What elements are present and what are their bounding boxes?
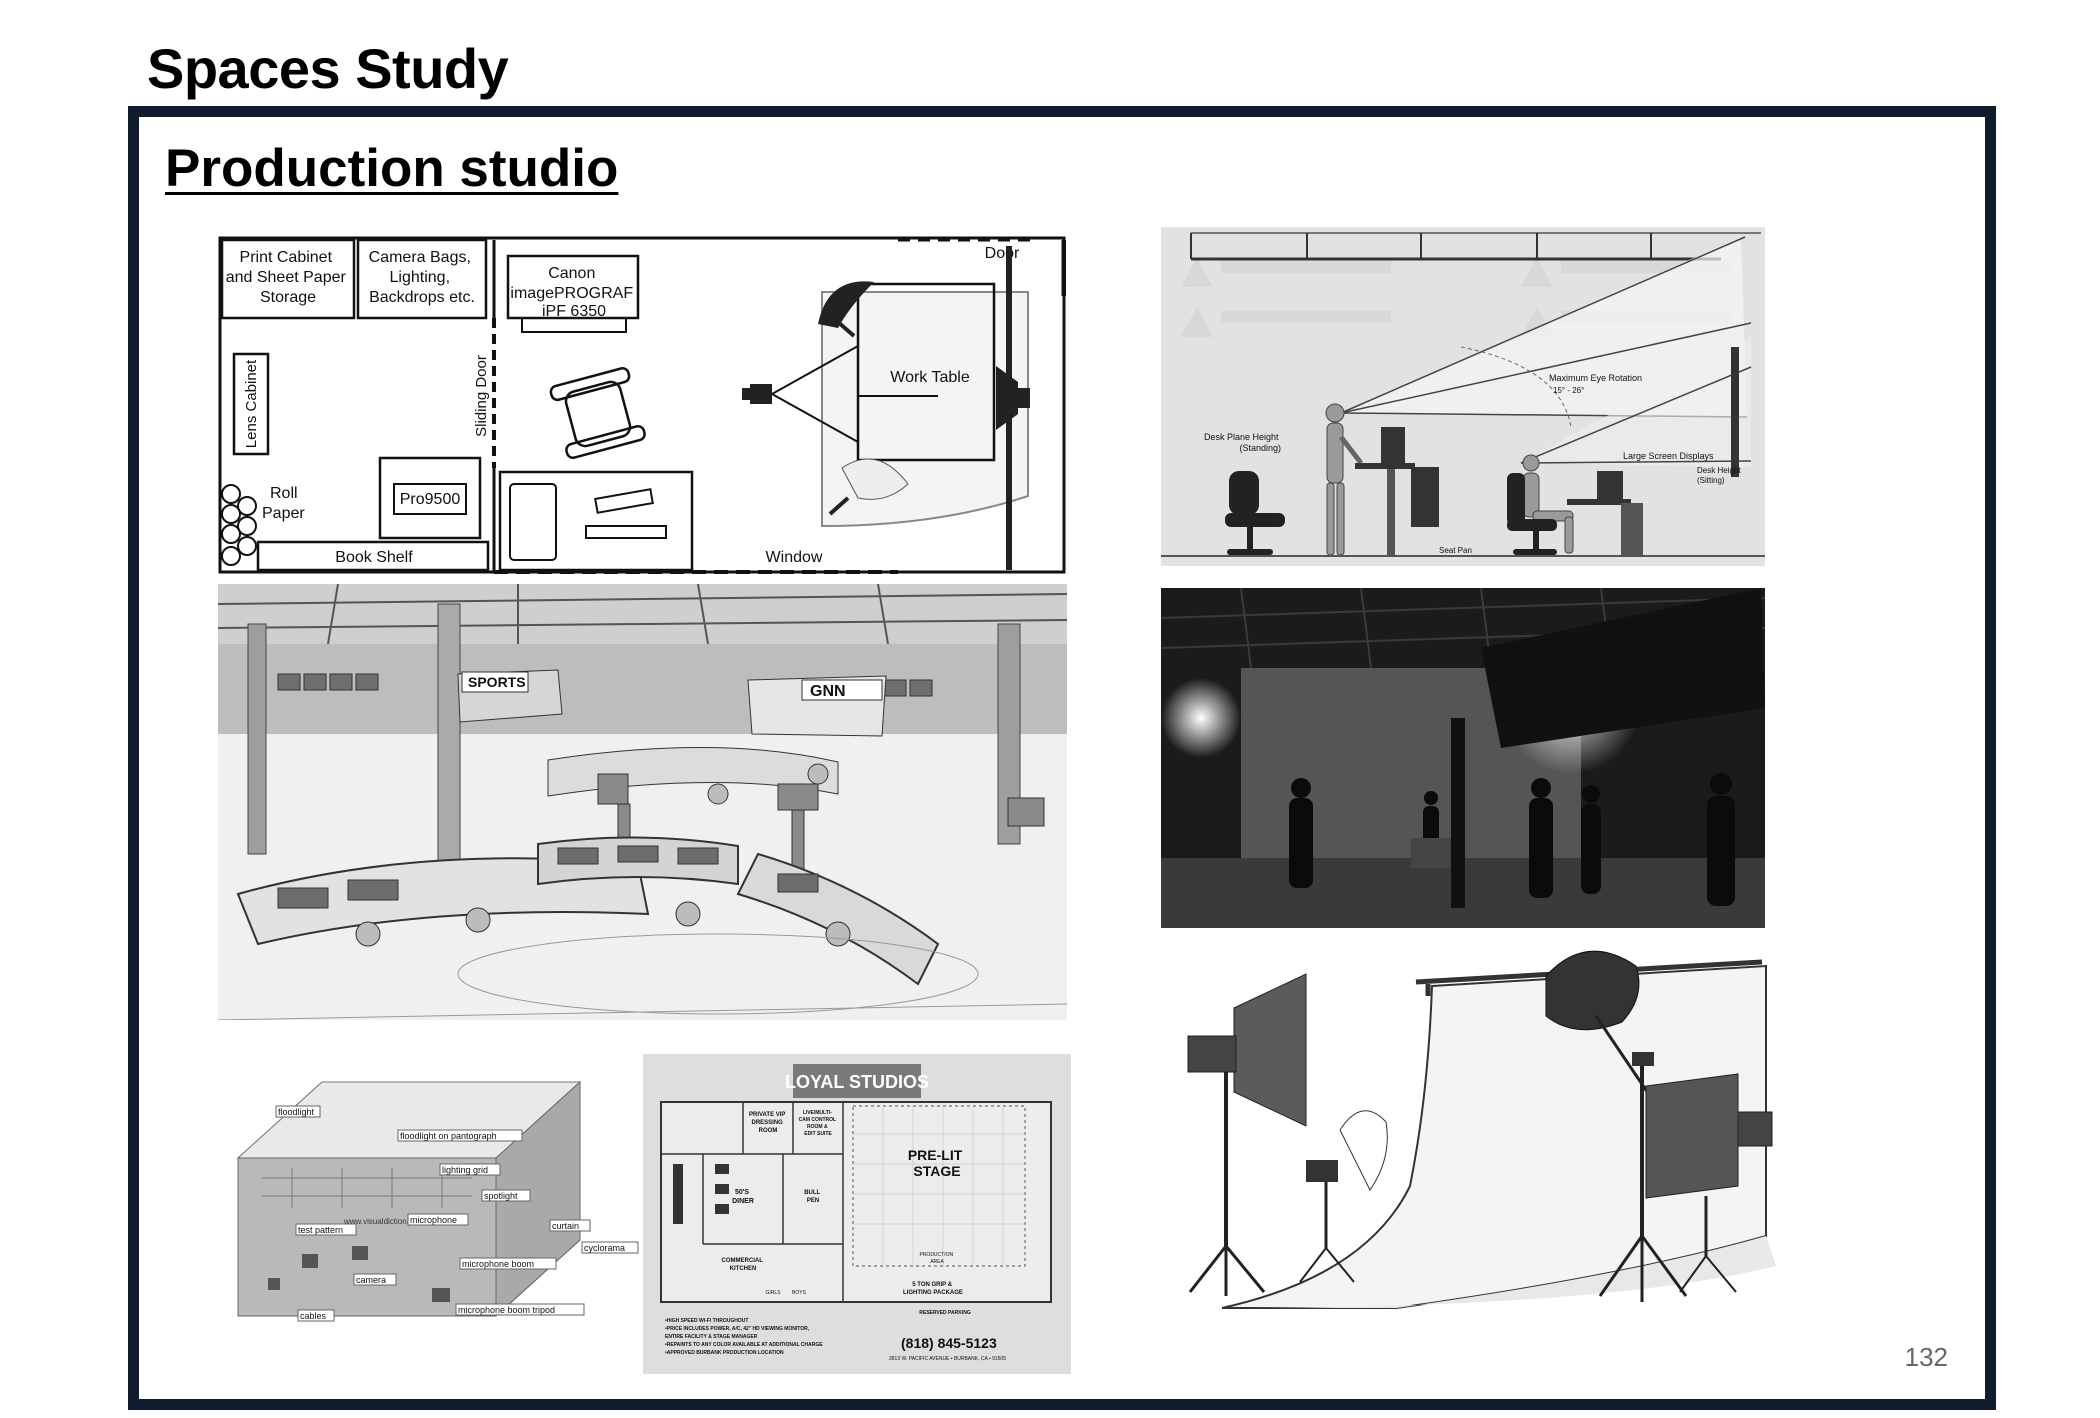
workstation-ergonomics-diagram: Desk Plane Height (Standing) Maximum Eye… xyxy=(1161,227,1765,566)
camera-bags-cabinet xyxy=(356,238,488,320)
seat-pan-label: Seat Pan xyxy=(1439,546,1472,555)
umbrella-light-icon xyxy=(828,458,909,516)
reserved-parking-label: RESERVED PARKING xyxy=(919,1310,971,1316)
boys-restroom-label: BOYS xyxy=(792,1290,807,1296)
label-cables: cables xyxy=(300,1311,327,1321)
umbrella-light-icon xyxy=(818,281,874,338)
roll-paper-label: Roll Paper xyxy=(262,485,305,522)
floor-plan-diagram: Print Cabinet and Sheet Paper Storage Ca… xyxy=(218,236,1066,574)
gnn-sign: GNN xyxy=(810,683,846,700)
grip-package-label: 5 TON GRIP & LIGHTING PACKAGE xyxy=(903,1282,963,1296)
studio-equipment xyxy=(268,1246,450,1302)
kitchen-label: COMMERCIAL KITCHEN xyxy=(722,1258,765,1272)
standing-person-figure xyxy=(1325,403,1363,556)
tv-studio-illustration: www.visualdictionaryonline.com floodligh… xyxy=(232,1078,642,1323)
loyal-studios-floorplan: LOYAL STUDIOS PRE-LIT STAGE PRIVATE VIP … xyxy=(643,1054,1071,1374)
label-floodlight: floodlight xyxy=(278,1107,315,1117)
diner-label: 50'S DINER xyxy=(732,1189,754,1205)
led-panel-rig xyxy=(1481,588,1765,748)
dressing-room-label: PRIVATE VIP DRESSING ROOM xyxy=(749,1112,787,1134)
max-eye-rotation-label: Maximum Eye Rotation xyxy=(1549,373,1642,383)
window-label: Window xyxy=(766,549,823,566)
label-microphone-boom-tripod: microphone boom tripod xyxy=(458,1305,555,1315)
large-screen-label: Large Screen Displays xyxy=(1623,451,1714,461)
office-chair-icon xyxy=(1507,473,1557,555)
label-curtain: curtain xyxy=(552,1221,579,1231)
watermark: www.visualdictionaryonline.com xyxy=(343,1217,457,1226)
roll-paper xyxy=(221,484,257,566)
book-shelf-label: Book Shelf xyxy=(335,549,413,566)
print-cabinet-label: Print Cabinet and Sheet Paper Storage xyxy=(226,249,351,306)
label-cyclorama: cyclorama xyxy=(584,1243,625,1253)
label-test-pattern: test pattern xyxy=(298,1225,343,1235)
section-title: Production studio xyxy=(165,139,619,198)
office-chair-icon xyxy=(1225,471,1285,555)
eye-rotation-value: 15° - 26° xyxy=(1553,386,1584,395)
svg-text:LOYAL STUDIOS: LOYAL STUDIOS xyxy=(785,1072,929,1092)
photo-backdrop-clipart xyxy=(1166,936,1782,1332)
svg-text:•APPROVED BURBANK PRODUCTION L: •APPROVED BURBANK PRODUCTION LOCATION xyxy=(665,1350,784,1356)
lens-cabinet xyxy=(232,352,270,456)
label-microphone-boom: microphone boom xyxy=(462,1259,534,1269)
svg-text:ENTIRE FACILITY & STAGE MANAGE: ENTIRE FACILITY & STAGE MANAGER xyxy=(665,1334,758,1340)
bull-pen-label: BULL PEN xyxy=(804,1190,822,1204)
production-area-label: PRODUCTION AREA xyxy=(919,1252,954,1265)
door-label: Door xyxy=(985,245,1020,262)
monitor-icon xyxy=(1381,427,1405,463)
studio-light xyxy=(1161,678,1241,758)
pro9500-label: Pro9500 xyxy=(400,491,461,508)
girls-restroom-label: GIRLS xyxy=(765,1290,781,1296)
address: 2813 W. PACIFIC AVENUE • BURBANK, CA • 9… xyxy=(889,1356,1006,1362)
camera-icon xyxy=(742,384,772,404)
label-spotlight: spotlight xyxy=(484,1191,518,1201)
svg-text:•PRICE INCLUDES POWER, A/C, 42: •PRICE INCLUDES POWER, A/C, 42" HD VIEWI… xyxy=(665,1326,810,1332)
work-table xyxy=(856,282,996,462)
book-shelf xyxy=(256,540,490,572)
large-screen-display xyxy=(1731,347,1739,477)
office-chair xyxy=(549,367,646,460)
loyal-studios-logo xyxy=(793,1064,921,1098)
label-lighting-grid: lighting grid xyxy=(442,1165,488,1175)
sports-sign: SPORTS xyxy=(468,674,526,690)
operator-figures xyxy=(355,763,851,947)
control-room-label: LIVE/MULTI- CAM CONTROL ROOM & EDIT SUIT… xyxy=(799,1110,838,1137)
sliding-door-label: Sliding Door xyxy=(473,355,490,437)
phone-number: (818) 845-5123 xyxy=(901,1335,997,1351)
pro9500-printer xyxy=(378,456,482,540)
desk-height-sitting-label: Desk Height (Sitting) xyxy=(1697,466,1743,485)
work-table-label: Work Table xyxy=(890,369,970,386)
svg-text:•HIGH SPEED WI-FI THROUGHOUT: •HIGH SPEED WI-FI THROUGHOUT xyxy=(665,1318,748,1324)
pre-lit-stage-label: PRE-LIT STAGE xyxy=(908,1147,966,1179)
softbox-light-left xyxy=(1187,973,1307,1296)
label-floodlight-pantograph: floodlight on pantograph xyxy=(400,1131,497,1141)
svg-text:•REPAINTS TO ANY COLOR AVAILAB: •REPAINTS TO ANY COLOR AVAILABLE AT ADDI… xyxy=(665,1342,823,1348)
film-set-photo xyxy=(1161,588,1765,928)
seated-person-figure xyxy=(1522,454,1574,554)
lens-cabinet-label: Lens Cabinet xyxy=(243,359,260,448)
floorplan-outline xyxy=(660,1101,1052,1303)
page-title: Spaces Study xyxy=(147,37,509,100)
label-microphone: microphone xyxy=(410,1215,457,1225)
canon-printer-label: Canon imagePROGRAF iPF 6350 xyxy=(510,265,637,320)
label-camera: camera xyxy=(356,1275,386,1285)
newsroom-sketch: SPORTS GNN xyxy=(218,584,1067,1020)
notes-list: •HIGH SPEED WI-FI THROUGHOUT •PRICE INCL… xyxy=(665,1318,823,1356)
print-cabinet xyxy=(220,238,356,320)
desk-plane-height-label: Desk Plane Height (Standing) xyxy=(1204,432,1281,453)
softbox-light-right xyxy=(1598,1052,1773,1302)
camera-bags-label: Camera Bags, Lighting, Backdrops etc. xyxy=(369,249,476,306)
tv-studio-labels: floodlight floodlight on pantograph ligh… xyxy=(275,1105,639,1322)
umbrella-light-small xyxy=(1299,1110,1388,1283)
monitor-icon xyxy=(1597,471,1623,499)
page-number: 132 xyxy=(1904,1342,1948,1372)
backdrop-stand xyxy=(1006,246,1012,570)
